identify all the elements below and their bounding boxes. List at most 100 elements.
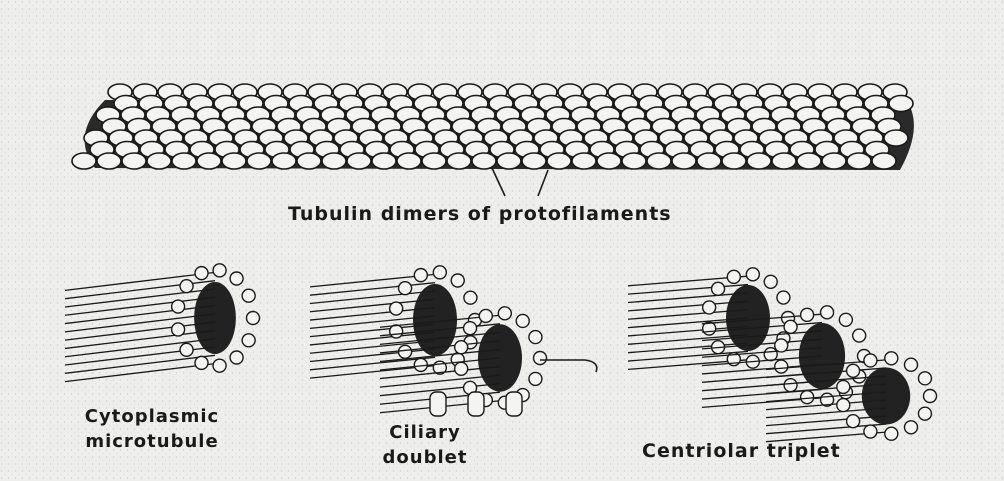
radial-spoke — [468, 392, 484, 416]
protofilament-bead — [885, 427, 898, 440]
protofilament-bead — [864, 354, 877, 367]
protofilament-bead — [918, 372, 931, 385]
tubulin-bead — [272, 153, 296, 169]
protofilament-bead — [455, 341, 468, 354]
protofilament-bead — [247, 312, 260, 325]
protofilament-bead — [777, 291, 790, 304]
protofilament-bead — [837, 399, 850, 412]
protofilament-bead — [924, 390, 937, 403]
tubulin-bead — [797, 153, 821, 169]
tubulin-bead — [822, 153, 846, 169]
protofilament-bead — [746, 268, 759, 281]
protofilament-bead — [390, 302, 403, 315]
protofilament-bead — [172, 323, 185, 336]
protofilament-bead — [764, 275, 777, 288]
tubulin-bead — [522, 153, 546, 169]
protofilament-bead — [399, 282, 412, 295]
tubulin-bead — [222, 153, 246, 169]
protofilament-bead — [727, 270, 740, 283]
tubulin-bead — [497, 153, 521, 169]
protofilament-bead — [534, 352, 547, 365]
protofilaments-caption: Tubulin dimers of protofilaments — [288, 203, 672, 225]
ciliary-caption-line1: Ciliary — [360, 420, 490, 445]
tubulin-bead — [397, 153, 421, 169]
protofilament-bead — [529, 331, 542, 344]
protofilament-bead — [172, 300, 185, 313]
protofilament-bead — [885, 352, 898, 365]
protofilament-bead — [195, 267, 208, 280]
tubulin-bead — [172, 153, 196, 169]
protofilament-bead — [464, 291, 477, 304]
tubulin-bead — [297, 153, 321, 169]
protofilament-bead — [784, 379, 797, 392]
tubulin-bead — [72, 153, 96, 169]
tubulin-bead — [847, 153, 871, 169]
protofilament-bead — [864, 425, 877, 438]
protofilament-bead — [180, 343, 193, 356]
microtubule-long-view — [72, 84, 914, 170]
lumen — [194, 282, 236, 354]
protofilament-bead — [390, 325, 403, 338]
protofilament-bead — [180, 280, 193, 293]
protofilament-bead — [479, 309, 492, 322]
tubulin-bead — [147, 153, 171, 169]
tubulin-bead — [647, 153, 671, 169]
tubulin-bead — [597, 153, 621, 169]
protofilament-bead — [529, 372, 542, 385]
protofilament-bead — [853, 329, 866, 342]
cytoplasmic-microtubule-caption: Cytoplasmic microtubule — [52, 404, 252, 454]
protofilament-bead — [764, 348, 777, 361]
tubulin-bead — [889, 96, 913, 112]
cytoplasmic-caption-line1: Cytoplasmic — [52, 404, 252, 429]
tubulin-bead — [447, 153, 471, 169]
protofilament-bead — [918, 407, 931, 420]
protofilament-bead — [464, 322, 477, 335]
protofilament-bead — [847, 364, 860, 377]
ciliary-caption-line2: doublet — [360, 445, 490, 470]
protofilament-bead — [242, 289, 255, 302]
tubulin-bead — [747, 153, 771, 169]
protofilament-bead — [213, 359, 226, 372]
tubulin-bead — [547, 153, 571, 169]
protofilament-bead — [414, 269, 427, 282]
protofilament-bead — [775, 339, 788, 352]
tubulin-bead — [622, 153, 646, 169]
radial-spoke — [506, 392, 522, 416]
radial-spoke — [430, 392, 446, 416]
tubulin-bead — [122, 153, 146, 169]
tubulin-bead — [772, 153, 796, 169]
tubulin-bead — [722, 153, 746, 169]
protofilament-bead — [703, 301, 716, 314]
tubulin-bead — [322, 153, 346, 169]
protofilament-bead — [904, 358, 917, 371]
tubulin-bead — [697, 153, 721, 169]
protofilament-bead — [433, 266, 446, 279]
tubulin-bead — [197, 153, 221, 169]
protofilament-bead — [837, 380, 850, 393]
tubulin-bead — [347, 153, 371, 169]
tubulin-bead — [884, 130, 908, 146]
protofilament-bead — [230, 351, 243, 364]
protofilament-bead — [775, 360, 788, 373]
tubulin-bead — [97, 153, 121, 169]
protofilament-bead — [712, 282, 725, 295]
protofilament-bead — [904, 421, 917, 434]
protofilament-bead — [242, 334, 255, 347]
protofilament-bead — [801, 308, 814, 321]
tubulin-bead — [572, 153, 596, 169]
tubulin-bead — [247, 153, 271, 169]
cytoplasmic-caption-line2: microtubule — [52, 429, 252, 454]
protofilament-bead — [801, 391, 814, 404]
protofilament-bead — [516, 314, 529, 327]
protofilament-bead — [839, 313, 852, 326]
tubulin-bead — [672, 153, 696, 169]
protofilament-bead — [821, 306, 834, 319]
protofilament-bead — [455, 362, 468, 375]
tubulin-bead — [422, 153, 446, 169]
protofilament-bead — [230, 272, 243, 285]
protofilament-bead — [399, 345, 412, 358]
tubulin-bead — [472, 153, 496, 169]
tubulin-bead — [372, 153, 396, 169]
tubulin-bead — [872, 153, 896, 169]
